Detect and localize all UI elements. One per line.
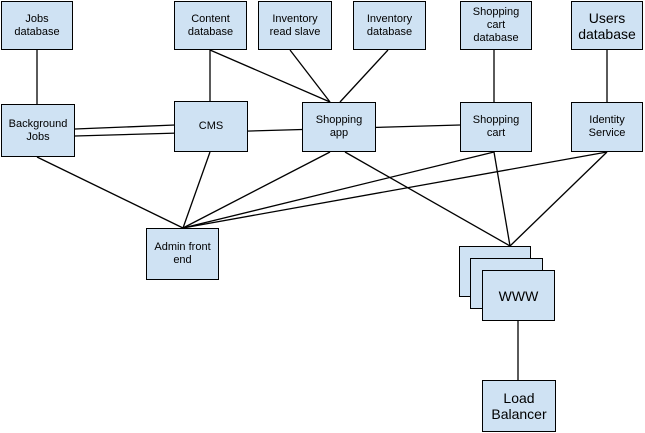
node-label: CMS xyxy=(198,120,224,132)
edge-background-admin xyxy=(36,156,184,229)
node-label: WWW xyxy=(498,287,539,304)
node-jobs-database[interactable]: Jobs database xyxy=(1,1,73,50)
edge-shoppingapp-www xyxy=(344,151,511,247)
node-label: Inventory database xyxy=(366,12,413,38)
node-identity-service[interactable]: Identity Service xyxy=(571,102,643,152)
node-load-balancer[interactable]: Load Balancer xyxy=(482,380,556,432)
edge-contentdb-shoppingapp xyxy=(209,49,331,103)
node-label: Users database xyxy=(578,9,636,42)
edge-shoppingapp-admin xyxy=(182,151,331,229)
node-shopping-app[interactable]: Shopping app xyxy=(302,102,376,152)
node-label: Jobs database xyxy=(14,12,60,38)
node-label: Shopping app xyxy=(315,114,363,139)
edge-identity-admin xyxy=(182,151,608,229)
node-label: Shopping cart database xyxy=(472,6,520,44)
node-label: Shopping cart xyxy=(472,114,520,139)
node-label: Load Balancer xyxy=(491,390,547,422)
node-inventory-read-slave[interactable]: Inventory read slave xyxy=(258,1,332,50)
edge-readslave-shoppingapp xyxy=(289,49,331,103)
node-shopping-cart[interactable]: Shopping cart xyxy=(460,102,532,152)
node-shopping-cart-database[interactable]: Shopping cart database xyxy=(460,1,532,50)
node-label: Background Jobs xyxy=(8,117,68,143)
edge-cart-admin xyxy=(182,151,495,229)
node-label: Admin front end xyxy=(154,241,211,266)
node-label: Inventory read slave xyxy=(269,12,321,38)
node-inventory-database[interactable]: Inventory database xyxy=(353,1,426,50)
edge-identity-www xyxy=(509,151,608,247)
node-www[interactable]: WWW xyxy=(482,270,555,321)
node-cms[interactable]: CMS xyxy=(174,101,248,152)
node-label: Content database xyxy=(187,12,234,38)
node-users-database[interactable]: Users database xyxy=(571,1,643,50)
edge-inventorydb-shoppingapp xyxy=(339,49,389,103)
edge-background-cart xyxy=(74,124,461,137)
edge-cms-admin xyxy=(182,151,211,229)
node-content-database[interactable]: Content database xyxy=(174,1,247,50)
node-admin-front-end[interactable]: Admin front end xyxy=(146,228,219,280)
edge-background-cms xyxy=(74,124,176,130)
node-label: Identity Service xyxy=(588,114,626,139)
edge-cart-www xyxy=(493,151,511,247)
node-background-jobs[interactable]: Background Jobs xyxy=(1,104,75,157)
